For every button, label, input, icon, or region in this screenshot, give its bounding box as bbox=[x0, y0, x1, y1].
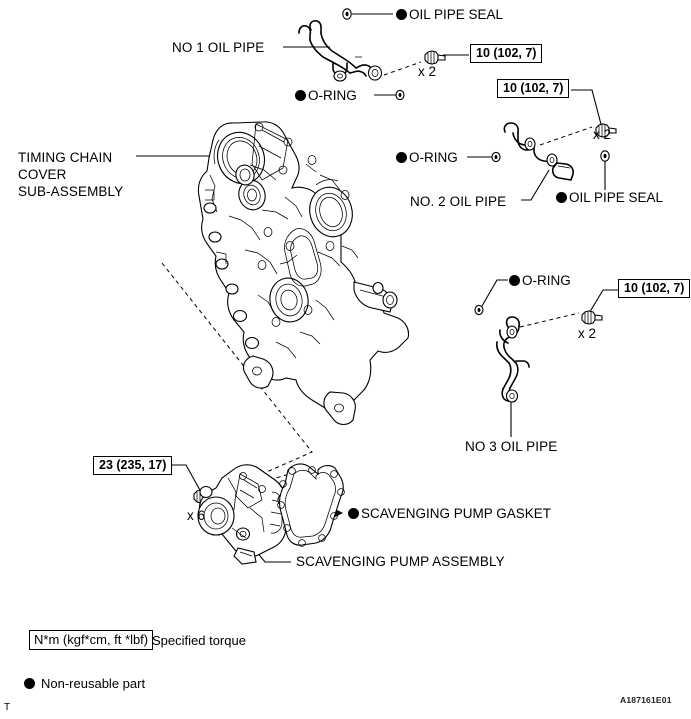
bolt-icon-no2 bbox=[595, 123, 617, 138]
label-text: OIL PIPE SEAL bbox=[409, 7, 504, 22]
legend-non-reusable-text: Non-reusable part bbox=[41, 676, 146, 691]
part-no2-oil-pipe bbox=[503, 122, 574, 181]
leader-o-ring-2 bbox=[467, 151, 501, 163]
legend-non-reusable: Non-reusable part bbox=[24, 676, 145, 691]
quantity-scavenging-pump: x 6 bbox=[187, 508, 206, 523]
non-reusable-dot-icon bbox=[396, 152, 407, 163]
part-no3-oil-pipe bbox=[496, 316, 530, 403]
figure-id-code: A187161E01 bbox=[620, 695, 672, 705]
leader-oil-pipe-seal-1 bbox=[342, 8, 393, 20]
label-text: OIL PIPE SEAL bbox=[569, 190, 664, 205]
leader-oil-pipe-seal-2 bbox=[600, 150, 610, 190]
quantity-no1-pipe: x 2 bbox=[418, 64, 437, 79]
part-scavenging-pump-gasket bbox=[277, 463, 345, 547]
label-oil-pipe-seal-1: OIL PIPE SEAL bbox=[396, 7, 503, 22]
torque-box-scavenging-pump: 23 (235, 17) bbox=[93, 456, 173, 475]
label-text-line1: TIMING CHAIN COVER bbox=[18, 150, 113, 182]
non-reusable-dot-icon bbox=[509, 275, 520, 286]
dash-no2-pipe bbox=[539, 126, 593, 146]
part-scavenging-pump-assembly bbox=[197, 464, 291, 565]
non-reusable-dot-icon bbox=[348, 508, 359, 519]
non-reusable-dot-icon bbox=[24, 678, 35, 689]
corner-marker: T bbox=[4, 702, 11, 713]
label-o-ring-2: O-RING bbox=[396, 150, 458, 165]
quantity-no3-pipe: x 2 bbox=[578, 326, 597, 341]
label-text: O-RING bbox=[409, 150, 458, 165]
label-o-ring-1: O-RING bbox=[295, 88, 357, 103]
leader-no2-oil-pipe bbox=[521, 169, 550, 201]
part-timing-chain-cover bbox=[197, 121, 410, 426]
torque-box-no1-pipe: 10 (102, 7) bbox=[470, 44, 543, 63]
leader-o-ring-3 bbox=[474, 279, 508, 316]
leader-torque-scav bbox=[166, 464, 202, 493]
label-scavenging-pump-assembly: SCAVENGING PUMP ASSEMBLY bbox=[296, 554, 505, 569]
quantity-no2-pipe: x 2 bbox=[593, 127, 612, 142]
label-text-line2: SUB-ASSEMBLY bbox=[18, 184, 124, 199]
label-text: SCAVENGING PUMP GASKET bbox=[361, 506, 552, 521]
label-oil-pipe-seal-2: OIL PIPE SEAL bbox=[556, 190, 663, 205]
label-o-ring-3: O-RING bbox=[509, 273, 571, 288]
label-no2-oil-pipe: NO. 2 OIL PIPE bbox=[410, 194, 507, 209]
legend-torque-unit-text: Specified torque bbox=[152, 633, 246, 648]
label-text: O-RING bbox=[308, 88, 357, 103]
label-timing-chain-cover: TIMING CHAIN COVER SUB-ASSEMBLY bbox=[18, 149, 143, 200]
dash-no3-pipe bbox=[519, 312, 580, 328]
label-text: O-RING bbox=[522, 273, 571, 288]
label-no1-oil-pipe: NO 1 OIL PIPE bbox=[172, 40, 265, 55]
non-reusable-dot-icon bbox=[556, 192, 567, 203]
label-no3-oil-pipe: NO 3 OIL PIPE bbox=[465, 439, 558, 454]
part-no1-oil-pipe bbox=[298, 20, 383, 82]
leader-o-ring-1 bbox=[374, 89, 405, 101]
leader-torque-no3 bbox=[587, 289, 620, 316]
torque-box-no3-pipe: 10 (102, 7) bbox=[618, 279, 691, 298]
bolt-icon-no3 bbox=[581, 310, 603, 325]
non-reusable-dot-icon bbox=[396, 9, 407, 20]
legend-torque-unit-box: N*m (kgf*cm, ft *lbf) bbox=[29, 630, 154, 650]
dash-no1-pipe bbox=[383, 61, 422, 76]
bolt-icon-no1 bbox=[424, 50, 446, 65]
label-scavenging-pump-gasket: SCAVENGING PUMP GASKET bbox=[348, 506, 551, 521]
non-reusable-dot-icon bbox=[295, 90, 306, 101]
leader-torque-no2 bbox=[571, 89, 603, 129]
torque-box-no2-pipe: 10 (102, 7) bbox=[497, 79, 570, 98]
